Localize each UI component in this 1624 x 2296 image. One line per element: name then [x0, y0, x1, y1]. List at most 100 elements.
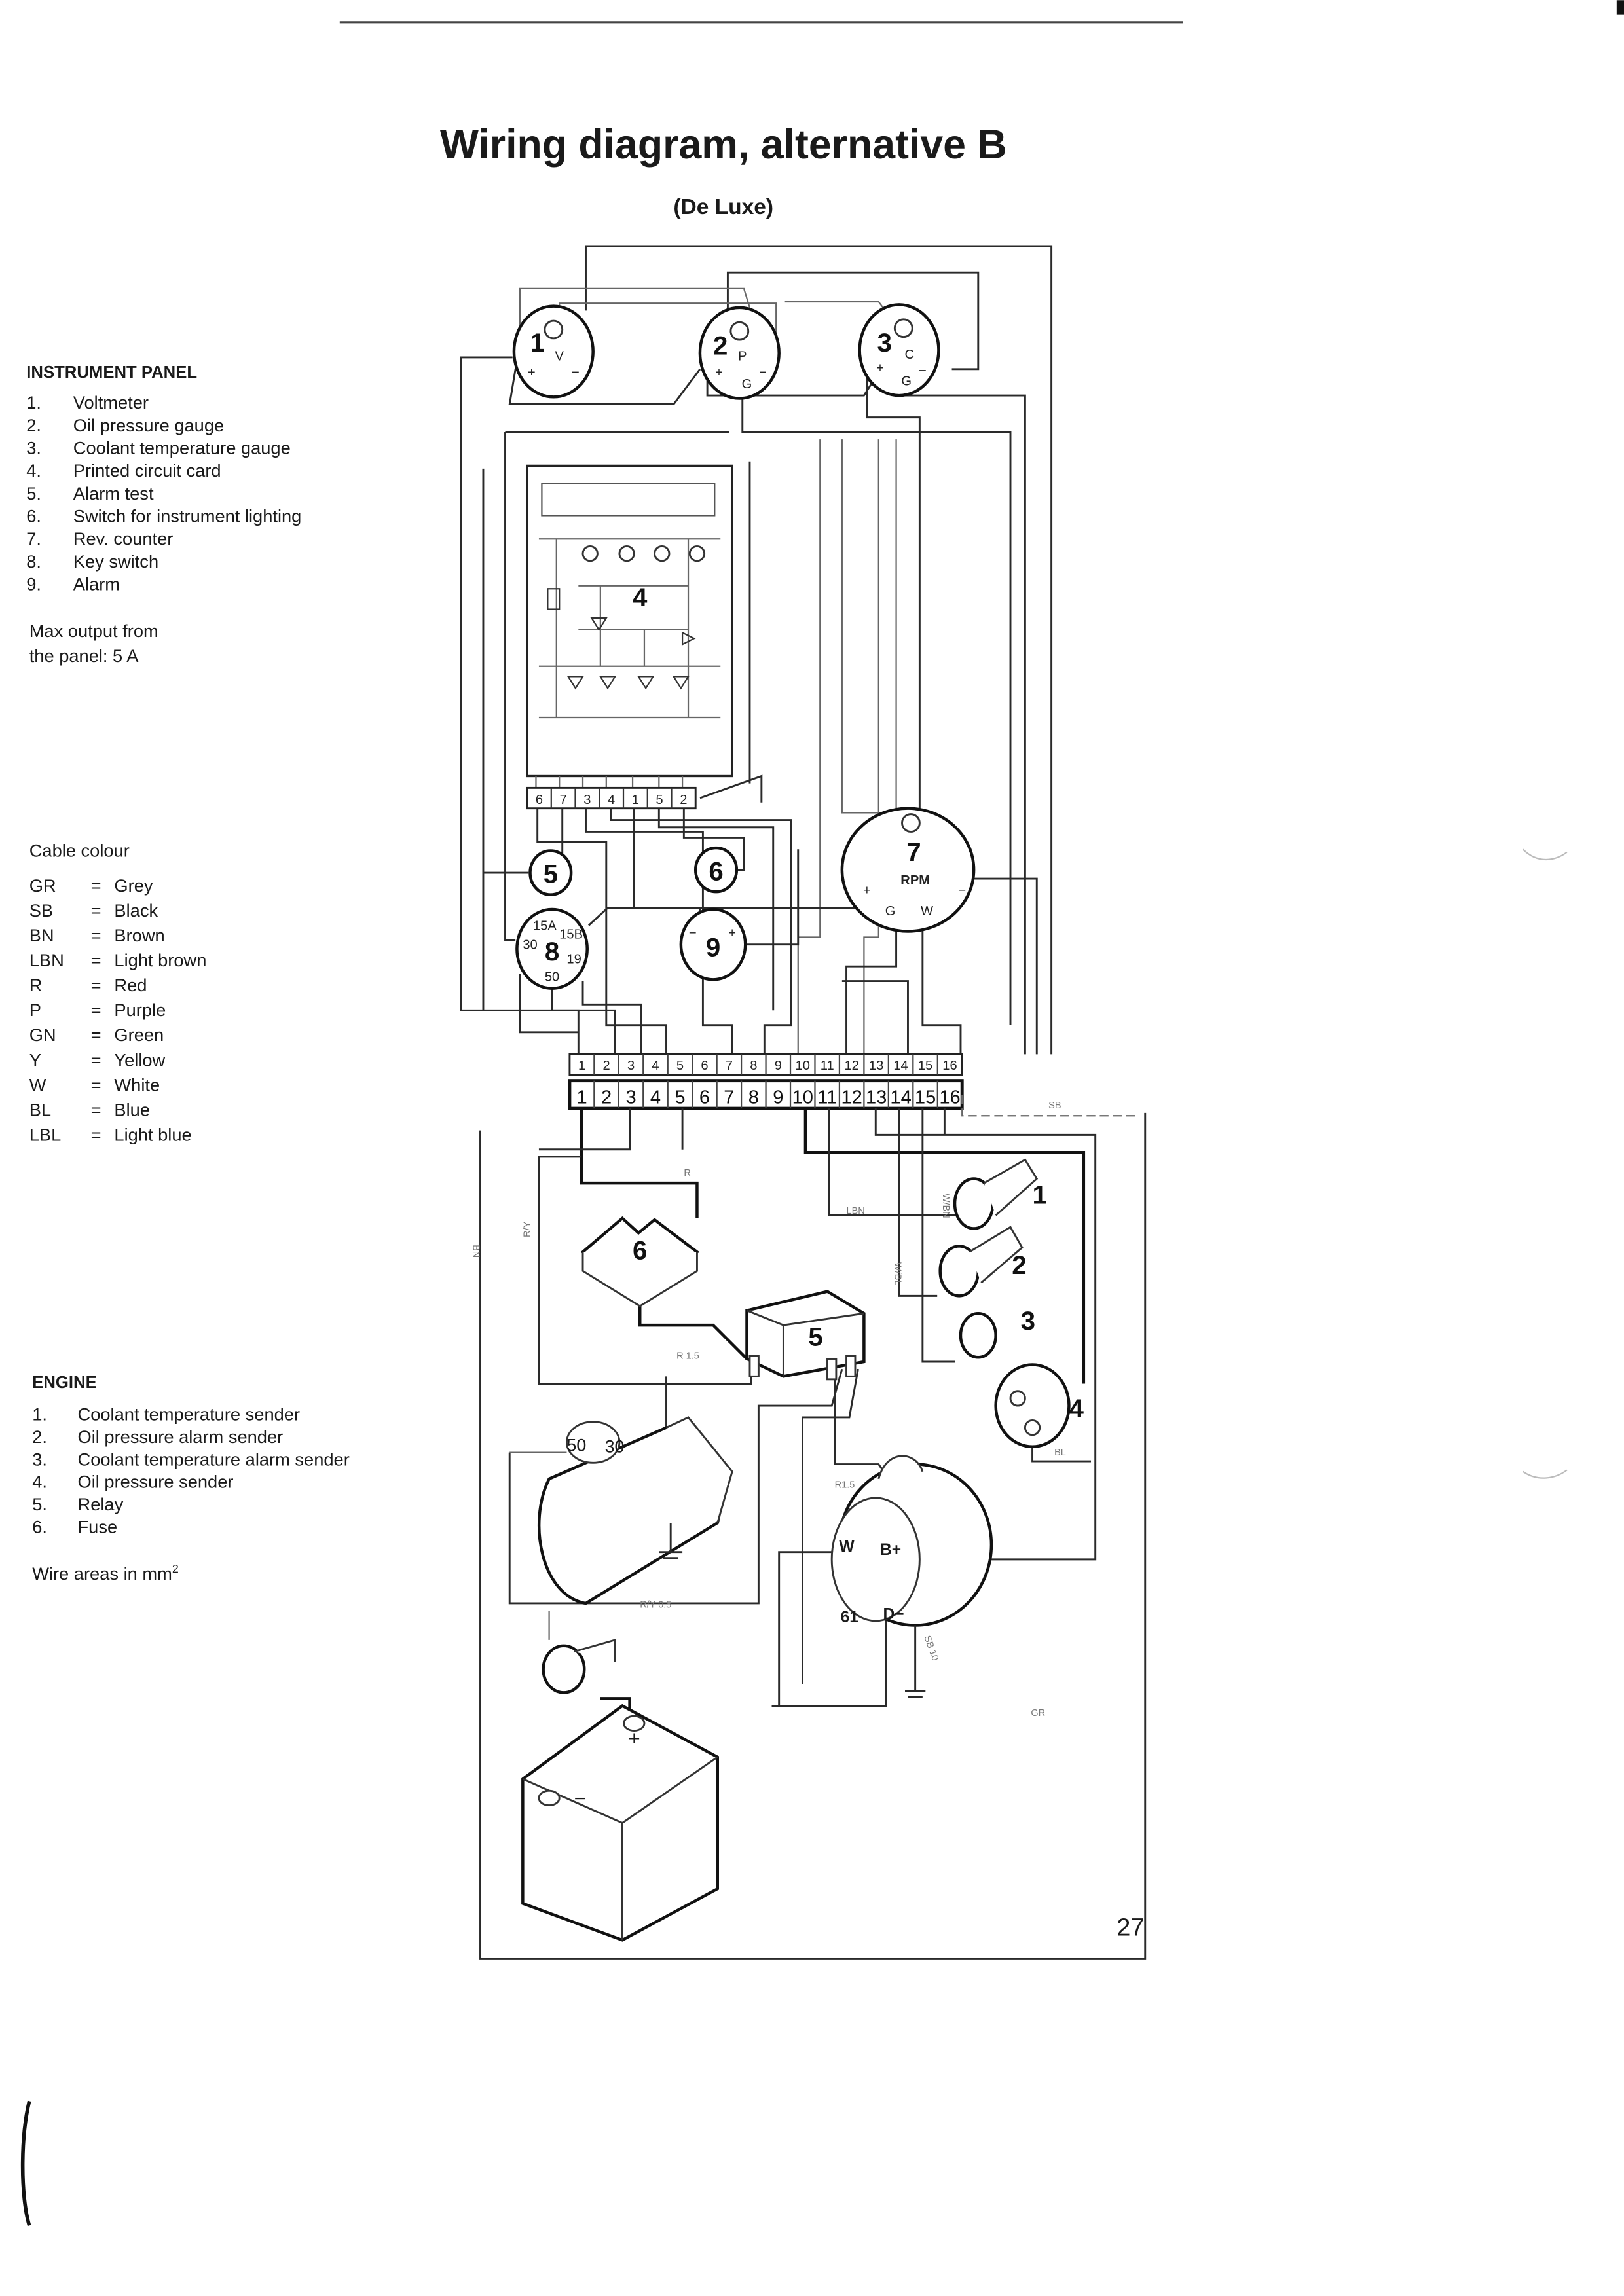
terminal-30: 30 — [523, 938, 537, 952]
colour-code: SB — [29, 900, 53, 920]
colour-name: Grey — [114, 875, 153, 896]
colour-name: White — [114, 1074, 160, 1095]
alarm: 9 − + — [679, 907, 747, 981]
sender-number: 1 — [1033, 1180, 1047, 1209]
terminal-number: 5 — [676, 1059, 684, 1073]
terminal-number: 1 — [577, 1087, 587, 1108]
key-switch: 8 15A 15B 30 50 19 — [515, 907, 589, 990]
legend-item-number: 7. — [26, 528, 41, 549]
panel-lower-wiring — [483, 774, 1038, 1055]
colour-code: BN — [29, 925, 54, 945]
colour-name: Purple — [114, 1000, 166, 1020]
battery-minus: − — [574, 1787, 586, 1810]
pcb-number: 4 — [633, 583, 648, 612]
terminal-number: 9 — [775, 1059, 782, 1073]
fuse-number: 6 — [633, 1235, 647, 1265]
terminal-number: 7 — [726, 1059, 733, 1073]
terminal-number: 3 — [627, 1059, 635, 1073]
colour-name: Yellow — [114, 1049, 165, 1070]
legend-item-number: 1. — [32, 1404, 47, 1424]
key-switch-number: 8 — [545, 937, 559, 966]
gauge-letter: V — [555, 349, 564, 363]
alternator: W B+ 61 D− — [830, 1455, 993, 1698]
wire-label-bl: BL — [1054, 1448, 1066, 1458]
sender-number: 4 — [1069, 1394, 1084, 1423]
connector-pin: 5 — [656, 793, 663, 807]
colour-name: Red — [114, 975, 147, 995]
colour-equals: = — [91, 1025, 101, 1045]
terminal-number: 2 — [602, 1059, 610, 1073]
terminal-number: 16 — [939, 1087, 960, 1108]
legend-item-label: Voltmeter — [73, 392, 149, 412]
colour-code: LBL — [29, 1124, 62, 1144]
colour-name: Green — [114, 1025, 164, 1045]
connector-pin: 2 — [680, 793, 687, 807]
terminal-number: 13 — [866, 1087, 887, 1108]
legend-item-number: 2. — [32, 1427, 47, 1447]
legend-item-number: 5. — [32, 1494, 47, 1514]
colour-equals: = — [91, 925, 101, 945]
max-output-note-line2: the panel: 5 A — [29, 646, 139, 666]
terminal-19: 19 — [566, 953, 581, 967]
voltmeter-gauge: 1 V + − — [512, 304, 595, 399]
connector-pin: 1 — [632, 793, 639, 807]
terminal-number: 7 — [724, 1087, 734, 1108]
colour-code: BL — [29, 1099, 51, 1120]
sender-number: 2 — [1012, 1250, 1026, 1280]
oil-pressure-sender: 4 — [994, 1363, 1084, 1448]
terminal-15a: 15A — [533, 919, 557, 933]
colour-name: Light brown — [114, 950, 206, 970]
alarm-test-number: 5 — [544, 860, 558, 889]
wire-label-r: R — [684, 1168, 690, 1178]
rpm-label: RPM — [900, 873, 930, 888]
page-subtitle: (De Luxe) — [673, 195, 773, 219]
gauge-number: 2 — [713, 331, 728, 360]
legend-item-label: Switch for instrument lighting — [73, 506, 302, 526]
alarm-test-button: 5 — [528, 849, 573, 896]
legend-item-number: 4. — [32, 1472, 47, 1492]
wire-areas-note: Wire areas in mm2 — [32, 1562, 179, 1584]
legend-item-label: Printed circuit card — [73, 460, 221, 481]
colour-equals: = — [91, 1099, 101, 1120]
terminal-15b: 15B — [559, 928, 583, 942]
wire-label-w-bn: W/BN — [940, 1194, 951, 1218]
colour-code: LBN — [29, 950, 64, 970]
terminal-number: 14 — [890, 1087, 911, 1108]
wire-label-bn: BN — [470, 1245, 481, 1258]
relay: 5 — [745, 1290, 866, 1381]
terminal-50: 50 — [545, 970, 559, 985]
g-terminal: G — [742, 377, 752, 392]
legend-item-number: 3. — [26, 438, 41, 458]
alarm-number: 9 — [706, 933, 720, 962]
wire-label-gr: GR — [1031, 1708, 1045, 1719]
terminal-number: 14 — [893, 1059, 908, 1073]
legend-item-label: Alarm test — [73, 483, 154, 503]
oil-pressure-gauge: 2 P + − G — [698, 306, 781, 400]
colour-name: Blue — [114, 1099, 150, 1120]
wire-label-sb: SB — [1048, 1101, 1061, 1111]
cable-colour-heading: Cable colour — [29, 840, 130, 860]
legend-item-number: 5. — [26, 483, 41, 503]
page-title: Wiring diagram, alternative B — [440, 122, 1007, 168]
alternator-terminal-d-minus: D− — [883, 1606, 904, 1624]
colour-code: Y — [29, 1049, 41, 1070]
minus-terminal: − — [572, 365, 580, 380]
alternator-terminal-b-plus: B+ — [880, 1541, 901, 1559]
wire-label-r-1-5: R 1.5 — [676, 1351, 699, 1362]
max-output-note-line1: Max output from — [29, 621, 158, 641]
minus-terminal: − — [689, 926, 697, 940]
legend-item-number: 8. — [26, 551, 41, 572]
colour-code: P — [29, 1000, 41, 1020]
alternator-terminal-61: 61 — [841, 1609, 858, 1626]
instrument-lighting-switch: 6 — [693, 846, 739, 894]
plus-terminal: + — [876, 361, 884, 375]
colour-equals: = — [91, 1049, 101, 1070]
engine-legend: ENGINE 1.Coolant temperature sender2.Oil… — [32, 1374, 350, 1537]
legend-item-number: 1. — [26, 392, 41, 412]
fuse: 6 — [580, 1216, 700, 1307]
colour-code: W — [29, 1074, 46, 1095]
engine-heading: ENGINE — [32, 1374, 97, 1392]
colour-equals: = — [91, 900, 101, 920]
